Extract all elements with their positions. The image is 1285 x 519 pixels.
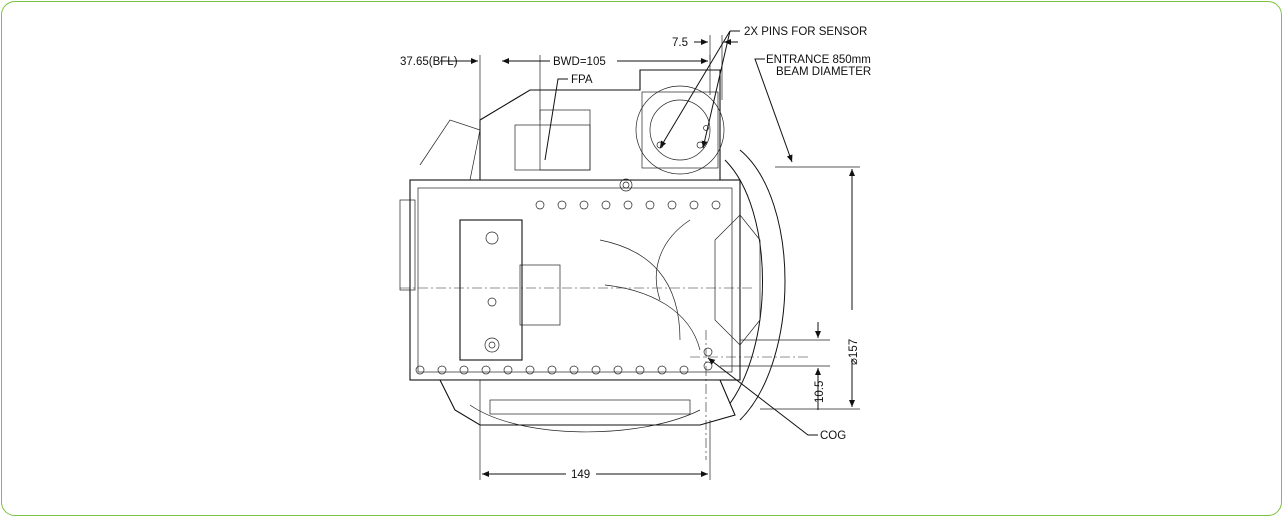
assembly-outline (399, 69, 786, 433)
diameter-label: ⌀157 (848, 339, 860, 365)
cog-leader (707, 357, 818, 436)
cog-offset-label: 10.5 (814, 381, 826, 403)
dimension-diameter (760, 166, 860, 410)
dimension-cog-offset (720, 322, 830, 410)
bwd-label: BWD=105 (553, 56, 606, 68)
bfl-label: 37.65(BFL) (400, 56, 458, 68)
dimension-width (479, 380, 711, 480)
entrance-label-line2: BEAM DIAMETER (776, 66, 871, 78)
entrance-leader (754, 58, 793, 163)
fpa-label: FPA (571, 74, 593, 86)
pin-offset-label: 7.5 (672, 37, 688, 49)
width-label: 149 (571, 469, 590, 481)
pins-leader (659, 30, 740, 149)
fpa-leader (544, 78, 568, 161)
entrance-label-line1: ENTRANCE 850mm (766, 54, 871, 66)
dimension-bfl-bwd (440, 55, 711, 180)
pins-label: 2X PINS FOR SENSOR (744, 26, 867, 38)
cog-label: COG (820, 430, 846, 442)
